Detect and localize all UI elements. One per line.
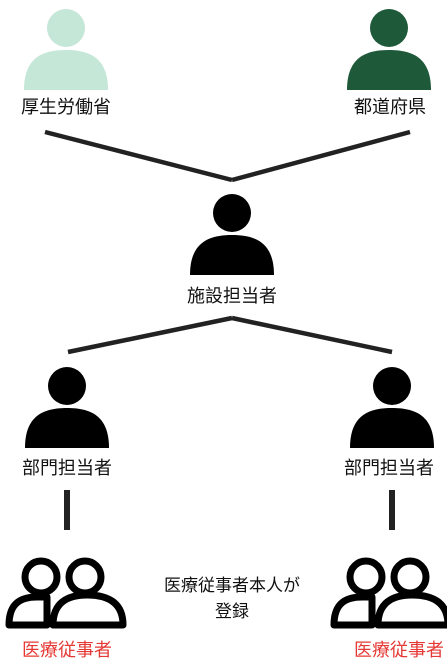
people-outline-icon [334, 561, 447, 625]
node-label-dept-manager-left: 部門担当者 [22, 458, 112, 479]
people-outline-icon [9, 561, 123, 625]
connector-dept-right [231, 315, 393, 355]
connector-mhlw [44, 129, 233, 183]
person-icon [350, 367, 434, 448]
person-icon [190, 194, 274, 275]
node-label-staff-right: 医療従事者 [354, 640, 444, 661]
connector-prefecture [231, 129, 411, 183]
node-label-mhlw: 厚生労働省 [21, 97, 111, 118]
connector-dept-left [67, 315, 233, 355]
person-icon [25, 367, 109, 448]
person-icon [347, 9, 431, 90]
node-label-staff-left: 医療従事者 [22, 640, 112, 661]
registration-note-line2: 登録 [215, 602, 249, 622]
registration-note: 医療従事者本人が 登録 [164, 573, 300, 625]
node-label-facility-manager: 施設担当者 [187, 286, 277, 307]
node-label-dept-manager-right: 部門担当者 [344, 458, 434, 479]
person-icon [24, 9, 108, 90]
node-label-prefecture: 都道府県 [354, 97, 426, 118]
registration-note-line1: 医療従事者本人が [164, 576, 300, 596]
